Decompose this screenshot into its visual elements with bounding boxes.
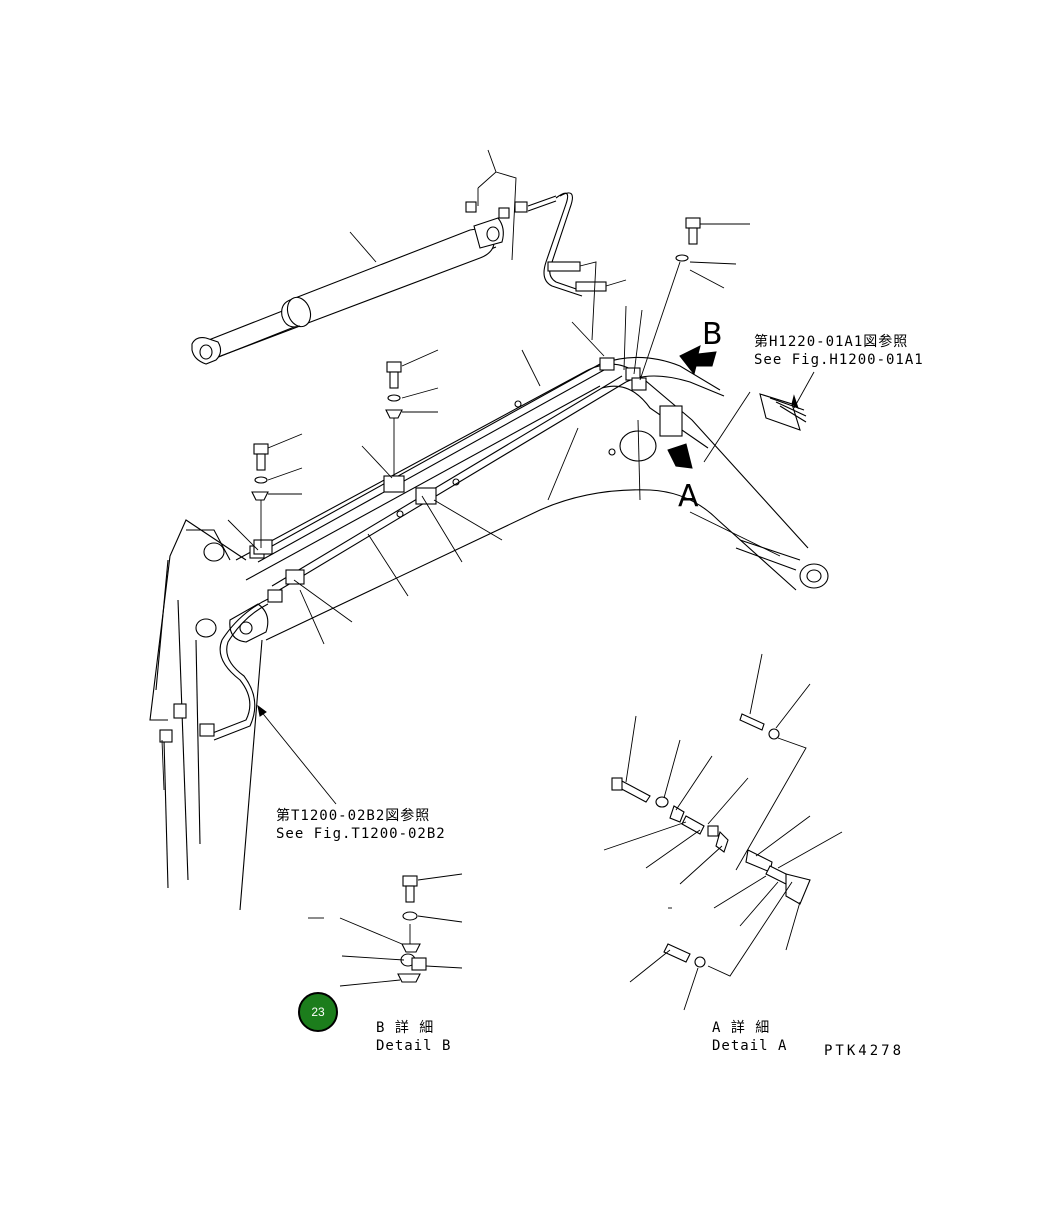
callout-a-letter: A (678, 479, 699, 514)
page-badge-circle[interactable] (298, 992, 338, 1032)
detail-a-assembly (603, 653, 843, 1011)
detail-b-title-jp: B 詳 細 (376, 1020, 434, 1036)
arm-cylinder (191, 217, 504, 365)
reference-h1200-jp: 第H1220-01A1図参照 (754, 333, 908, 350)
leader-lines (161, 305, 781, 791)
reference-h1200-en: See Fig.H1200-01A1 (754, 352, 924, 368)
reference-t1200-en: See Fig.T1200-02B2 (276, 826, 446, 842)
reference-t1200-jp: 第T1200-02B2図参照 (276, 807, 430, 824)
detail-b-title-en: Detail B (376, 1038, 451, 1054)
page-badge-number[interactable]: 23 (311, 1005, 325, 1019)
bolt-stacks (251, 217, 750, 548)
cylinder-hose (465, 149, 627, 341)
boom (149, 363, 829, 911)
boom-hose-lines (159, 356, 725, 743)
callout-arrows (667, 345, 717, 469)
callout-b-letter: B (702, 317, 723, 352)
drawing-code: PTK4278 (824, 1043, 904, 1059)
detail-a-title-en: Detail A (712, 1038, 787, 1054)
hose-clamps (253, 475, 437, 585)
detail-b-assembly (308, 873, 463, 987)
page-badge[interactable]: 23 (298, 992, 338, 1032)
valve-connector (759, 371, 815, 431)
hose-reference-arrow (257, 704, 337, 805)
detail-a-title-jp: A 詳 細 (712, 1020, 770, 1036)
